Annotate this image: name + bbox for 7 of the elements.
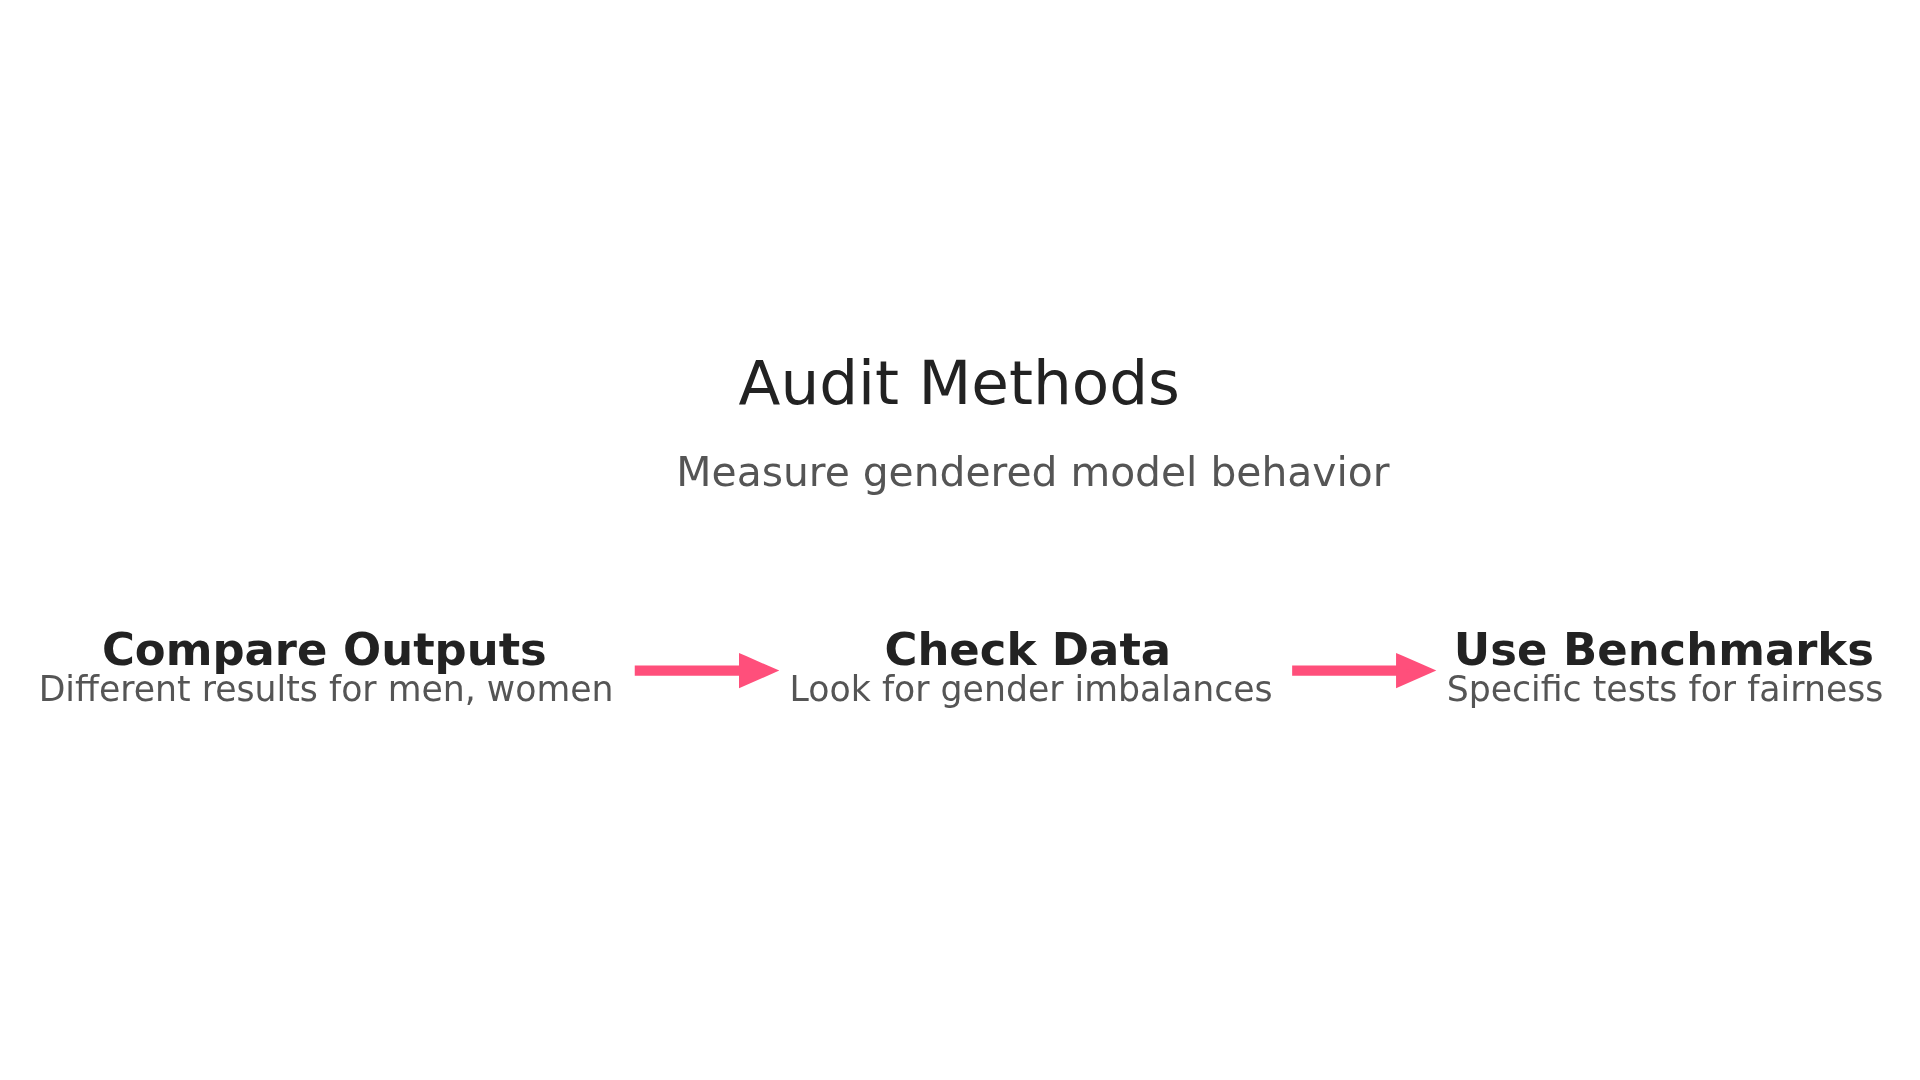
node-text: Check Data Look for gender imbalances	[789, 622, 1273, 710]
node-text: Use Benchmarks Specific tests for fairness	[1446, 622, 1884, 710]
diagram-title: Audit Methods	[738, 347, 1180, 419]
arrow	[1292, 653, 1437, 689]
node-text: Compare Outputs Different results for men, women	[38, 622, 614, 710]
label: Measure gendered model behavior	[676, 447, 1390, 496]
arrow	[634, 653, 780, 689]
